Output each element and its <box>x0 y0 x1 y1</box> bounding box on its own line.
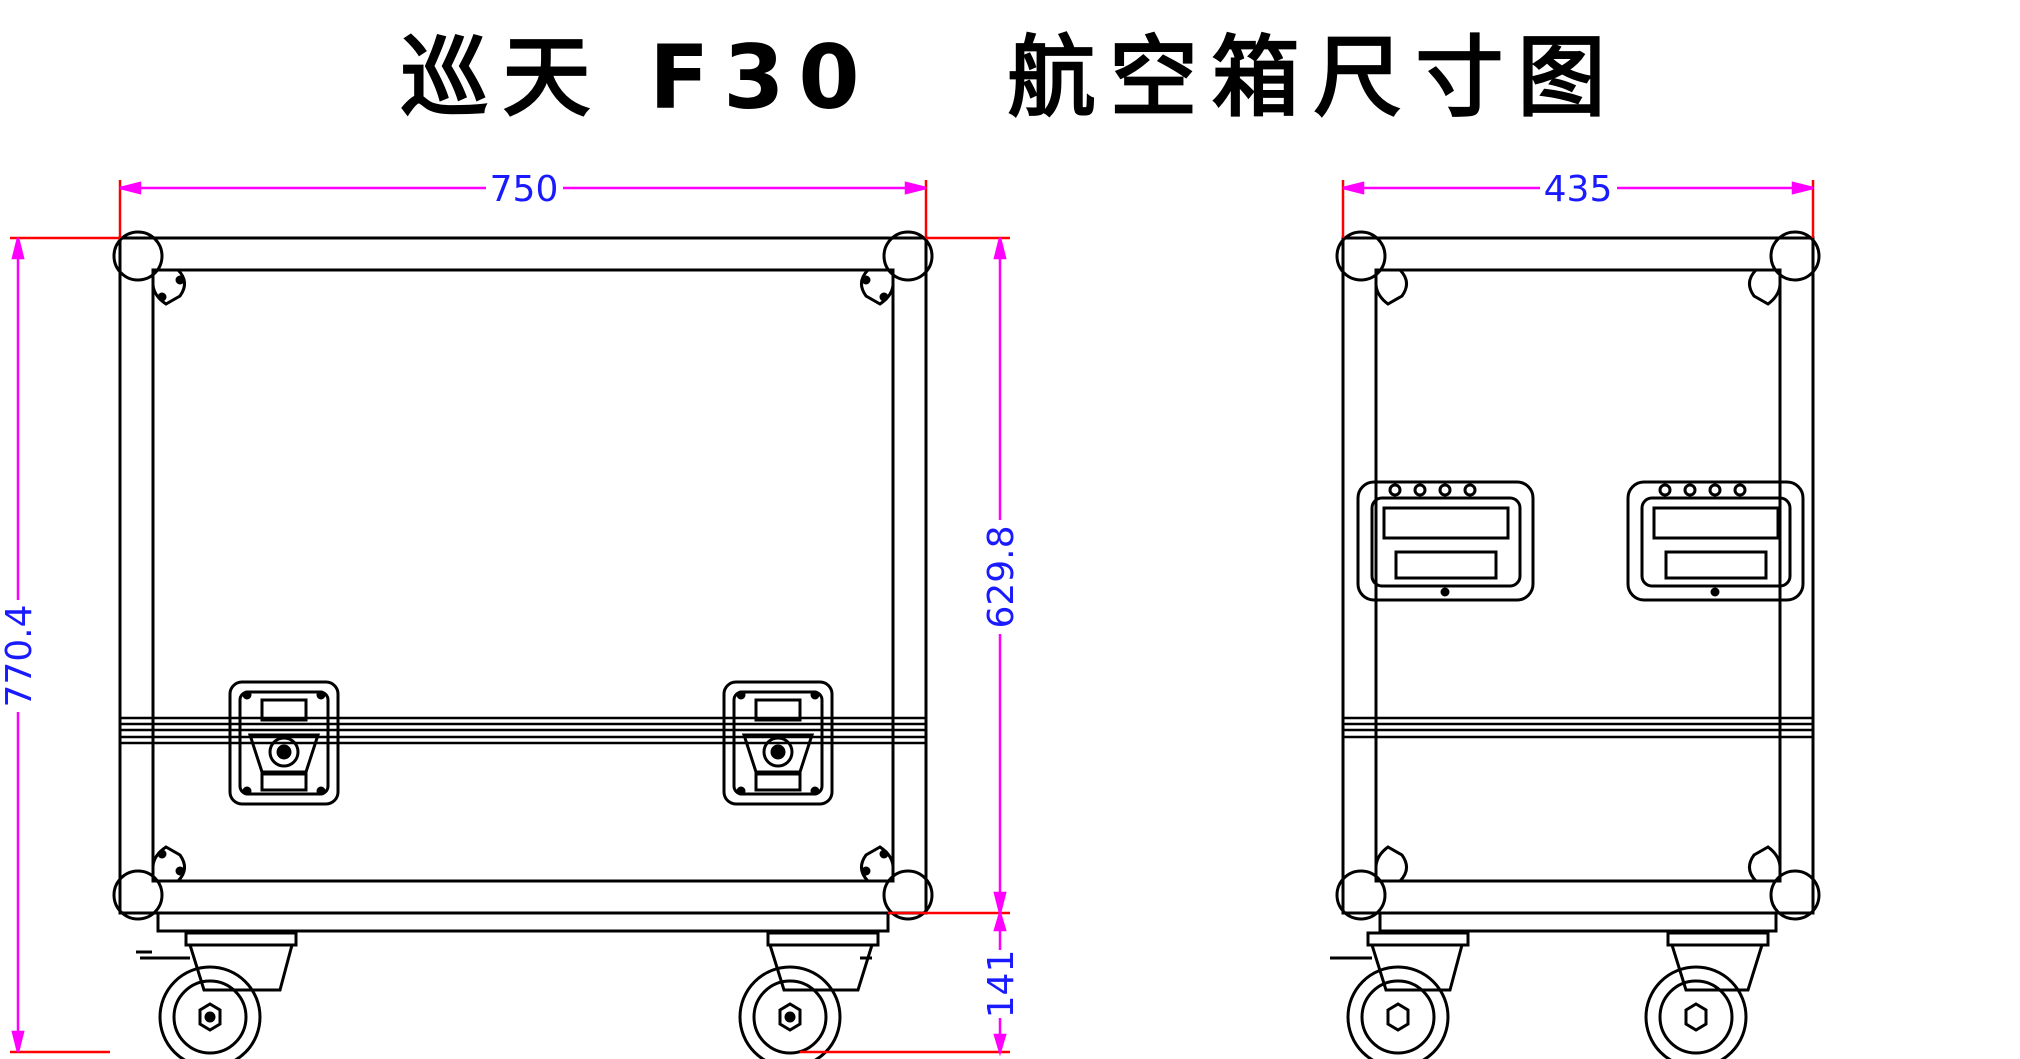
corner-ball <box>1335 230 1387 282</box>
latch-right <box>722 680 834 806</box>
corner-bracket <box>860 845 895 883</box>
dim-case-height <box>993 237 1007 914</box>
caster-wheel-right <box>738 931 880 1059</box>
dim-side-width-label: 435 <box>1544 169 1613 210</box>
corner-bracket <box>860 268 895 306</box>
side-lid-seam <box>1343 716 1813 739</box>
corner-ball <box>1335 869 1387 921</box>
dim-case-height-label: 629.8 <box>981 525 1022 628</box>
front-inner-panel <box>151 268 895 883</box>
corner-ball <box>1769 230 1821 282</box>
dim-wheel-height <box>993 908 1007 1057</box>
corner-bracket <box>1374 268 1408 306</box>
drawing-title: 巡天 F30 航空箱尺寸图 <box>400 26 1619 129</box>
corner-ball <box>882 869 934 921</box>
caster-wheel-side-left <box>1330 931 1470 1059</box>
dim-front-width <box>119 181 927 195</box>
corner-bracket <box>1374 845 1408 883</box>
corner-bracket <box>1748 845 1782 883</box>
dim-total-height-label: 770.4 <box>0 604 40 707</box>
corner-ball <box>1769 869 1821 921</box>
latch-left <box>228 680 340 806</box>
dim-wheel-height-label: 141 <box>981 950 1022 1019</box>
dim-front-width-label: 750 <box>490 169 559 210</box>
caster-wheel-side-right <box>1644 931 1770 1059</box>
corner-bracket <box>151 845 186 883</box>
handle-left <box>1356 480 1535 602</box>
corner-ball <box>882 230 934 282</box>
side-base-plate <box>1378 911 1778 933</box>
corner-bracket <box>151 268 186 306</box>
caster-wheel-left <box>136 931 298 1059</box>
corner-bracket <box>1748 268 1782 306</box>
front-lid-seam <box>120 716 926 745</box>
front-view <box>112 230 934 1059</box>
dim-total-height <box>11 237 25 1053</box>
corner-ball <box>112 230 164 282</box>
side-view <box>1330 230 1821 1059</box>
front-outer-frame <box>118 236 928 915</box>
side-outer-frame <box>1341 236 1815 915</box>
corner-ball <box>112 869 164 921</box>
handle-right <box>1626 480 1805 602</box>
dim-side-width <box>1342 181 1814 195</box>
side-inner-panel <box>1374 268 1782 883</box>
front-base-plate <box>156 911 890 933</box>
dimension-lines: 750 435 770.4 629.8 <box>0 169 1815 1057</box>
